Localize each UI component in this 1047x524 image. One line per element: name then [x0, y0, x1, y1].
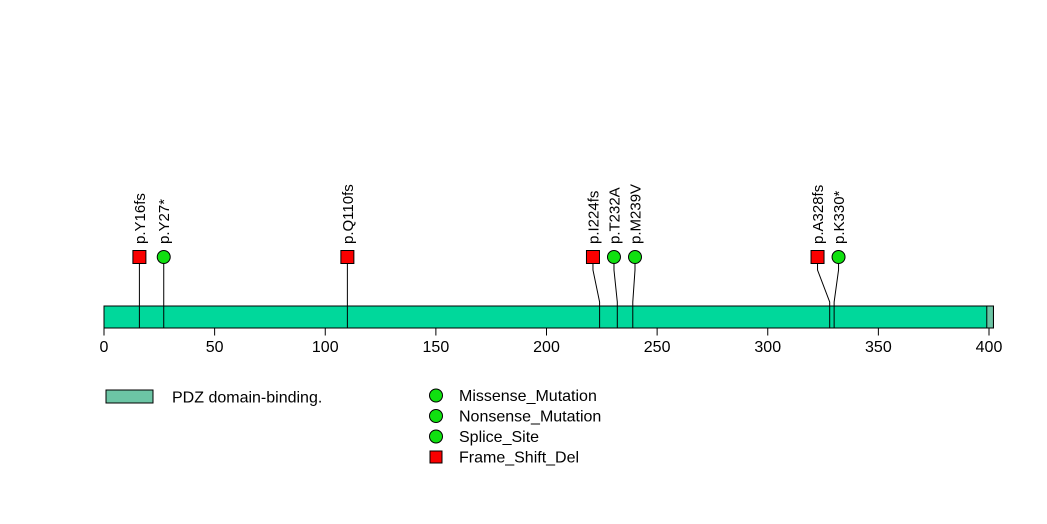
mutation-stick — [817, 263, 831, 328]
protein-backbone — [103, 305, 994, 329]
mutation-label: p.I224fs — [585, 191, 602, 244]
axis-tick-label: 250 — [644, 339, 671, 356]
legend-circle-icon — [429, 409, 443, 423]
legend-item: Frame_Shift_Del — [429, 450, 579, 467]
mutation-label: p.T232A — [606, 187, 623, 244]
mutation-label: p.K330* — [831, 190, 848, 244]
axis-tick-label: 350 — [865, 339, 892, 356]
mutation-marker-circle-icon — [156, 250, 171, 264]
legend-item-label: Nonsense_Mutation — [459, 409, 601, 426]
legend-item-label: Splice_Site — [459, 429, 539, 446]
mutation-lollipop: p.A328fs — [810, 185, 831, 328]
mutation-lollipop: p.T232A — [606, 187, 623, 328]
mutation-stick — [592, 263, 601, 328]
legend-circle-icon — [429, 429, 443, 444]
mutation-marker-square-icon — [132, 250, 147, 264]
legend-domain: PDZ domain-binding. — [105, 389, 322, 407]
legend-item-label: Frame_Shift_Del — [459, 450, 579, 467]
mutation-lollipop: p.K330* — [831, 190, 848, 328]
axis-tick-label: 300 — [754, 339, 781, 356]
mutation-marker-circle-icon — [831, 250, 846, 264]
mutation-lollipop: p.I224fs — [585, 191, 602, 328]
domain-segment — [986, 305, 994, 329]
legend-domain-label: PDZ domain-binding. — [172, 390, 322, 407]
axis-tick-label: 0 — [100, 339, 109, 356]
mutation-lollipop: p.Q110fs — [340, 184, 357, 328]
mutation-stick — [632, 263, 636, 328]
legend-item: Nonsense_Mutation — [429, 409, 601, 426]
mutation-marker-circle-icon — [628, 250, 642, 264]
axis-tick-label: 150 — [423, 339, 450, 356]
mutation-stick — [613, 263, 618, 328]
mutation-marker-square-icon — [810, 250, 825, 264]
mutation-label: p.Y27* — [156, 199, 173, 244]
axis-tick-label: 200 — [533, 339, 560, 356]
mutation-label: p.M239V — [628, 184, 645, 244]
mutation-lollipop: p.M239V — [628, 184, 645, 328]
legend-item: Splice_Site — [429, 429, 539, 446]
legend-mutation-types: Missense_MutationNonsense_MutationSplice… — [429, 388, 601, 467]
mutation-marker-square-icon — [585, 250, 600, 264]
x-axis: 0 50 100 150 200 250 300 350 400 — [100, 328, 1003, 356]
mutation-label: p.Y16fs — [132, 193, 149, 244]
mutation-label: p.A328fs — [810, 185, 827, 244]
axis-tick-label: 400 — [976, 339, 1003, 356]
mutation-lollipop: p.Y16fs — [132, 193, 149, 328]
legend-circle-icon — [429, 388, 443, 403]
mutation-stick — [833, 263, 840, 328]
legend-item-label: Missense_Mutation — [459, 388, 597, 405]
legend-item: Missense_Mutation — [429, 388, 597, 405]
legend-domain-swatch — [105, 389, 154, 404]
mutation-label: p.Q110fs — [340, 184, 357, 244]
axis-tick-label: 100 — [312, 339, 339, 356]
mutation-marker-square-icon — [340, 250, 355, 264]
mutation-lollipop: p.Y27* — [156, 199, 173, 328]
axis-tick-label: 50 — [206, 339, 224, 356]
legend-square-icon — [429, 450, 443, 464]
mutation-marker-circle-icon — [606, 250, 621, 264]
